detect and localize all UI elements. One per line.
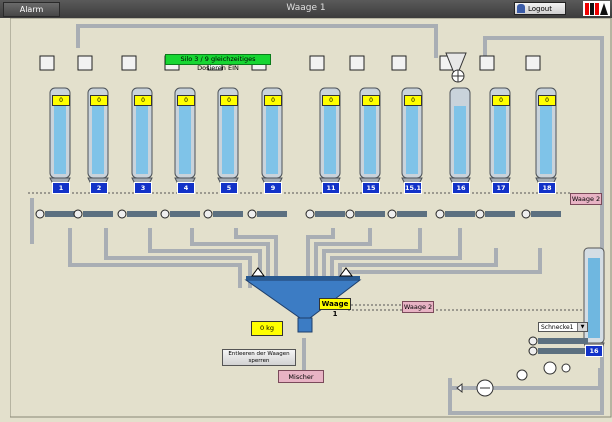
waage2-link-mid[interactable]: Waage 2 [402,301,434,313]
cyclone-filter [445,52,467,83]
process-canvas: Silo 3 / 9 gleichzeitiges Dosieren EIN 1… [9,17,612,418]
air-line-bottom [448,78,604,415]
pipe-group-b [306,228,335,288]
silo-number-label: 9 [264,182,282,194]
silo-number-label: 16 [452,182,470,194]
silo-number-label: 11 [322,182,340,194]
lock-emptying-button[interactable]: Entleeren der Waagen sperren [222,349,296,366]
silo-number-label: 3 [134,182,152,194]
company-logo [583,1,610,16]
scale-weight-readout: 0 kg [251,321,283,336]
air-line-right [483,36,604,78]
silo-number-label: 5 [220,182,238,194]
silo-number-label: 15.1 [404,182,422,194]
title-bar: Alarm Waage 1 Logout [0,0,612,18]
chevron-down-icon[interactable]: ▼ [577,323,587,331]
logout-label: Logout [528,4,552,13]
silo-number-label: 4 [177,182,195,194]
silo-level-readout: 0 [90,95,108,106]
silo-level-readout: 0 [322,95,340,106]
silo-number-label: 17 [492,182,510,194]
waage2-link-top[interactable]: Waage 2 [570,193,602,205]
mixer-link[interactable]: Mischer [278,370,324,383]
silo-level-readout: 0 [177,95,195,106]
silo-level-readout: 0 [220,95,238,106]
silo-level-readout: 0 [134,95,152,106]
silo-3[interactable] [117,55,157,219]
silo-number-label: 2 [90,182,108,194]
silo-1[interactable] [35,55,75,219]
silo-level-readout: 0 [52,95,70,106]
pipe-group-a [68,228,242,288]
blower [456,361,571,397]
window-title: Waage 1 [286,3,326,13]
silo-level-readout: 0 [264,95,282,106]
scale-label: Waage 1 [319,298,351,318]
dosing-status-banner: Silo 3 / 9 gleichzeitiges Dosieren EIN [165,54,271,72]
user-icon [517,4,525,13]
silo-level-readout: 0 [492,95,510,106]
logout-button[interactable]: Logout [514,2,566,15]
silo-15.1[interactable] [387,55,427,219]
silo-11[interactable] [305,55,345,219]
silo-number-label: 1 [52,182,70,194]
silo-level-readout: 0 [404,95,422,106]
plant-diagram [9,17,612,418]
silo-number-label: 15 [362,182,380,194]
alarm-button[interactable]: Alarm [3,2,60,17]
silo-number-label: 18 [538,182,556,194]
silo-level-readout: 0 [538,95,556,106]
screw-selector-value: Schnecke1 [541,323,574,331]
air-line-top [76,24,438,58]
silo-18[interactable] [521,55,561,219]
screw-selector[interactable]: Schnecke1 ▼ [538,322,588,332]
scale-hopper [244,267,362,333]
silo-level-readout: 0 [362,95,380,106]
pipe-silo16 [450,368,602,390]
silo-16-label: 16 [585,345,603,357]
silo-2[interactable] [73,55,113,219]
screw-conveyor [528,336,588,356]
silo-16-right [583,247,605,357]
